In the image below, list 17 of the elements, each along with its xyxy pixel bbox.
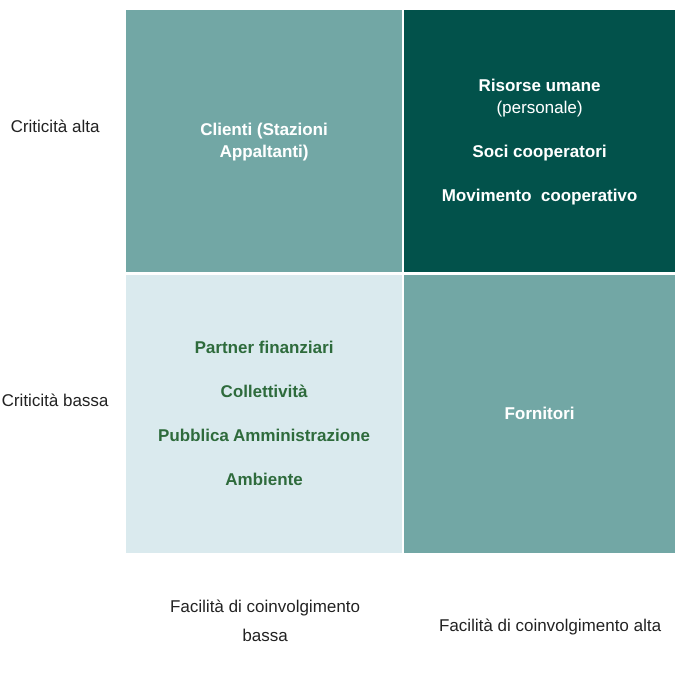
axis-label: Criticità bassa bbox=[0, 390, 110, 412]
stakeholder-label: Collettività bbox=[220, 381, 308, 403]
stakeholder-label: Ambiente bbox=[225, 469, 303, 491]
stakeholder-label: Clienti (Stazioni Appaltanti) bbox=[199, 119, 329, 163]
matrix-quadrant bbox=[126, 10, 402, 272]
axis-label: Facilità di coinvolgimento bassa bbox=[170, 596, 360, 647]
stakeholder-label: Risorse umane (personale) bbox=[478, 75, 602, 119]
stakeholder-label: Partner finanziari bbox=[194, 337, 334, 359]
matrix-quadrant bbox=[404, 10, 675, 272]
matrix-quadrant bbox=[404, 275, 675, 553]
axis-label: Facilità di coinvolgimento alta bbox=[438, 615, 662, 637]
matrix-quadrant bbox=[126, 275, 402, 553]
axis-label: Criticità alta bbox=[10, 116, 100, 138]
stakeholder-label: Fornitori bbox=[504, 403, 574, 425]
stakeholder-label: Pubblica Amministrazione bbox=[158, 425, 370, 447]
stakeholder-label: Movimento cooperativo bbox=[442, 185, 638, 207]
stakeholder-label: Soci cooperatori bbox=[472, 141, 607, 163]
